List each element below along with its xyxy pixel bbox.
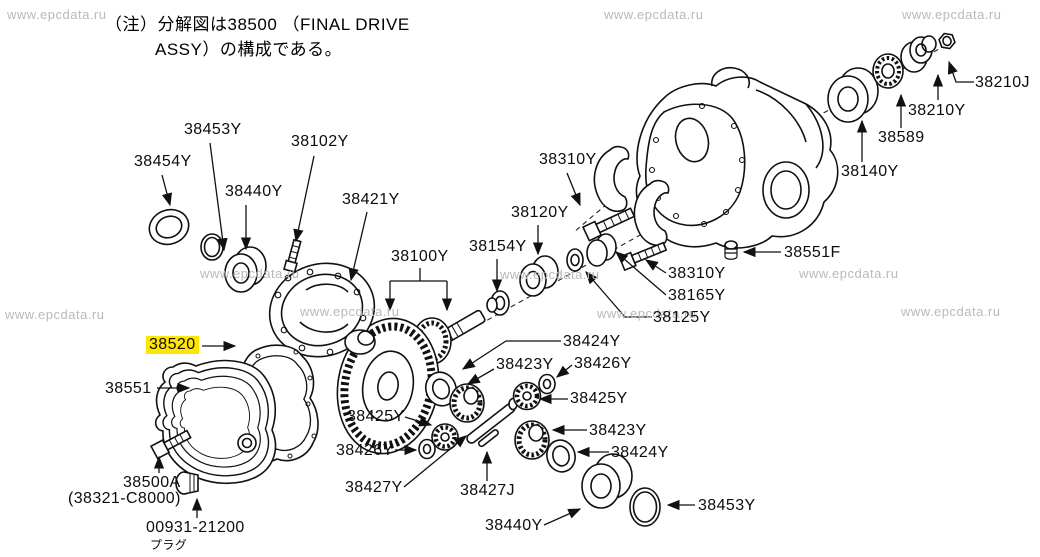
part-label-38453y-lower[interactable]: 38453Y [698,497,756,514]
plug-caption: プラグ [150,538,188,552]
part-label-38440y-lower[interactable]: 38440Y [485,517,543,534]
part-label-38120y[interactable]: 38120Y [511,204,569,221]
part-label-38551f[interactable]: 38551F [784,244,841,261]
part-label-38427j[interactable]: 38427J [460,482,515,499]
watermark: www.epcdata.ru [500,267,600,282]
watermark: www.epcdata.ru [200,266,300,281]
watermark: www.epcdata.ru [7,7,107,22]
part-label-38310y-upper[interactable]: 38310Y [539,151,597,168]
part-label-38500a[interactable]: 38500A [123,474,181,491]
leader-lines [153,60,974,526]
part-label-38321-c8000[interactable]: (38321-C8000) [68,490,181,507]
part-label-38440y-upper[interactable]: 38440Y [225,183,283,200]
part-label-38165y[interactable]: 38165Y [668,287,726,304]
part-label-38210j[interactable]: 38210J [975,74,1030,91]
part-label-38589[interactable]: 38589 [878,129,925,146]
part-label-38210y[interactable]: 38210Y [908,102,966,119]
part-label-38551[interactable]: 38551 [105,380,152,397]
watermark: www.epcdata.ru [300,304,400,319]
part-label-38421y[interactable]: 38421Y [342,191,400,208]
watermark: www.epcdata.ru [799,266,899,281]
part-label-38520-highlighted[interactable]: 38520 [146,336,199,354]
part-label-38424y-b[interactable]: 38424Y [611,444,669,461]
part-label-38125y[interactable]: 38125Y [653,309,711,326]
part-label-38454y[interactable]: 38454Y [134,153,192,170]
part-label-38100y[interactable]: 38100Y [391,248,449,265]
watermark: www.epcdata.ru [901,304,1001,319]
watermark: www.epcdata.ru [902,7,1002,22]
watermark: www.epcdata.ru [597,306,697,321]
part-label-38426y-a[interactable]: 38426Y [574,355,632,372]
part-label-38140y[interactable]: 38140Y [841,163,899,180]
part-label-38426y-b[interactable]: 38426Y [336,442,394,459]
part-label-38453y-upper[interactable]: 38453Y [184,121,242,138]
part-label-38423y-b[interactable]: 38423Y [589,422,647,439]
part-label-38424y-a[interactable]: 38424Y [563,333,621,350]
note-line-2: ASSY）の構成である。 [155,40,343,59]
watermark: www.epcdata.ru [604,7,704,22]
parts-artwork [148,32,956,527]
part-label-38102y[interactable]: 38102Y [291,133,349,150]
note-line-1: （注）分解図は38500 （FINAL DRIVE [105,15,410,34]
watermark: www.epcdata.ru [5,307,105,322]
part-label-38425y-b[interactable]: 38425Y [347,408,405,425]
part-label-38154y[interactable]: 38154Y [469,238,527,255]
part-label-38425y-a[interactable]: 38425Y [570,390,628,407]
part-label-38427y[interactable]: 38427Y [345,479,403,496]
part-label-38423y-a[interactable]: 38423Y [496,356,554,373]
part-label-00931-21200[interactable]: 00931-21200 [146,519,245,536]
part-label-38310y-lower[interactable]: 38310Y [668,265,726,282]
